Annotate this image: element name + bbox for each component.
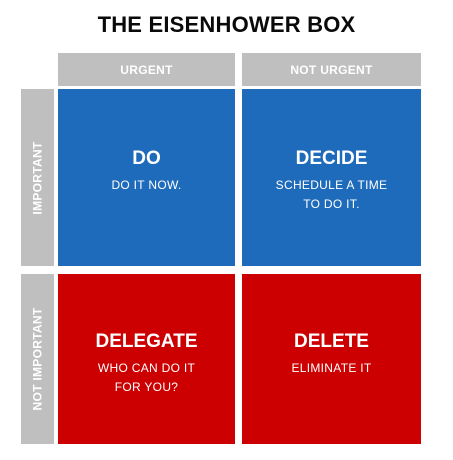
row-header-important: IMPORTANT (21, 89, 54, 266)
quadrant-decide-subtitle: SCHEDULE A TIME TO DO IT. (275, 178, 388, 211)
quadrant-delete-title: DELETE (294, 331, 369, 352)
diagram-title: THE EISENHOWER BOX (97, 12, 356, 37)
row-header-not-important: NOT IMPORTANT (21, 274, 54, 444)
quadrant-delegate-subtitle: WHO CAN DO IT FOR YOU? (97, 361, 196, 394)
quadrant-delegate: DELEGATE WHO CAN DO IT FOR YOU? (58, 274, 235, 444)
quadrant-do: DO DO IT NOW. (58, 89, 235, 266)
quadrant-do-subtitle: DO IT NOW. (111, 178, 182, 192)
column-header-not-urgent: NOT URGENT (242, 53, 421, 86)
quadrant-decide: DECIDE SCHEDULE A TIME TO DO IT. (242, 89, 421, 266)
column-header-urgent: URGENT (58, 53, 235, 86)
quadrant-delete: DELETE ELIMINATE IT (242, 274, 421, 444)
quadrant-delegate-title: DELEGATE (95, 331, 198, 352)
quadrant-delete-subtitle: ELIMINATE IT (291, 361, 372, 375)
quadrant-decide-title: DECIDE (295, 148, 368, 169)
quadrant-do-title: DO (132, 148, 161, 169)
row-header-not-important-label: NOT IMPORTANT (30, 307, 45, 411)
row-header-important-label: IMPORTANT (30, 140, 45, 215)
column-header-not-urgent-label: NOT URGENT (290, 62, 373, 77)
column-header-urgent-label: URGENT (120, 62, 173, 77)
